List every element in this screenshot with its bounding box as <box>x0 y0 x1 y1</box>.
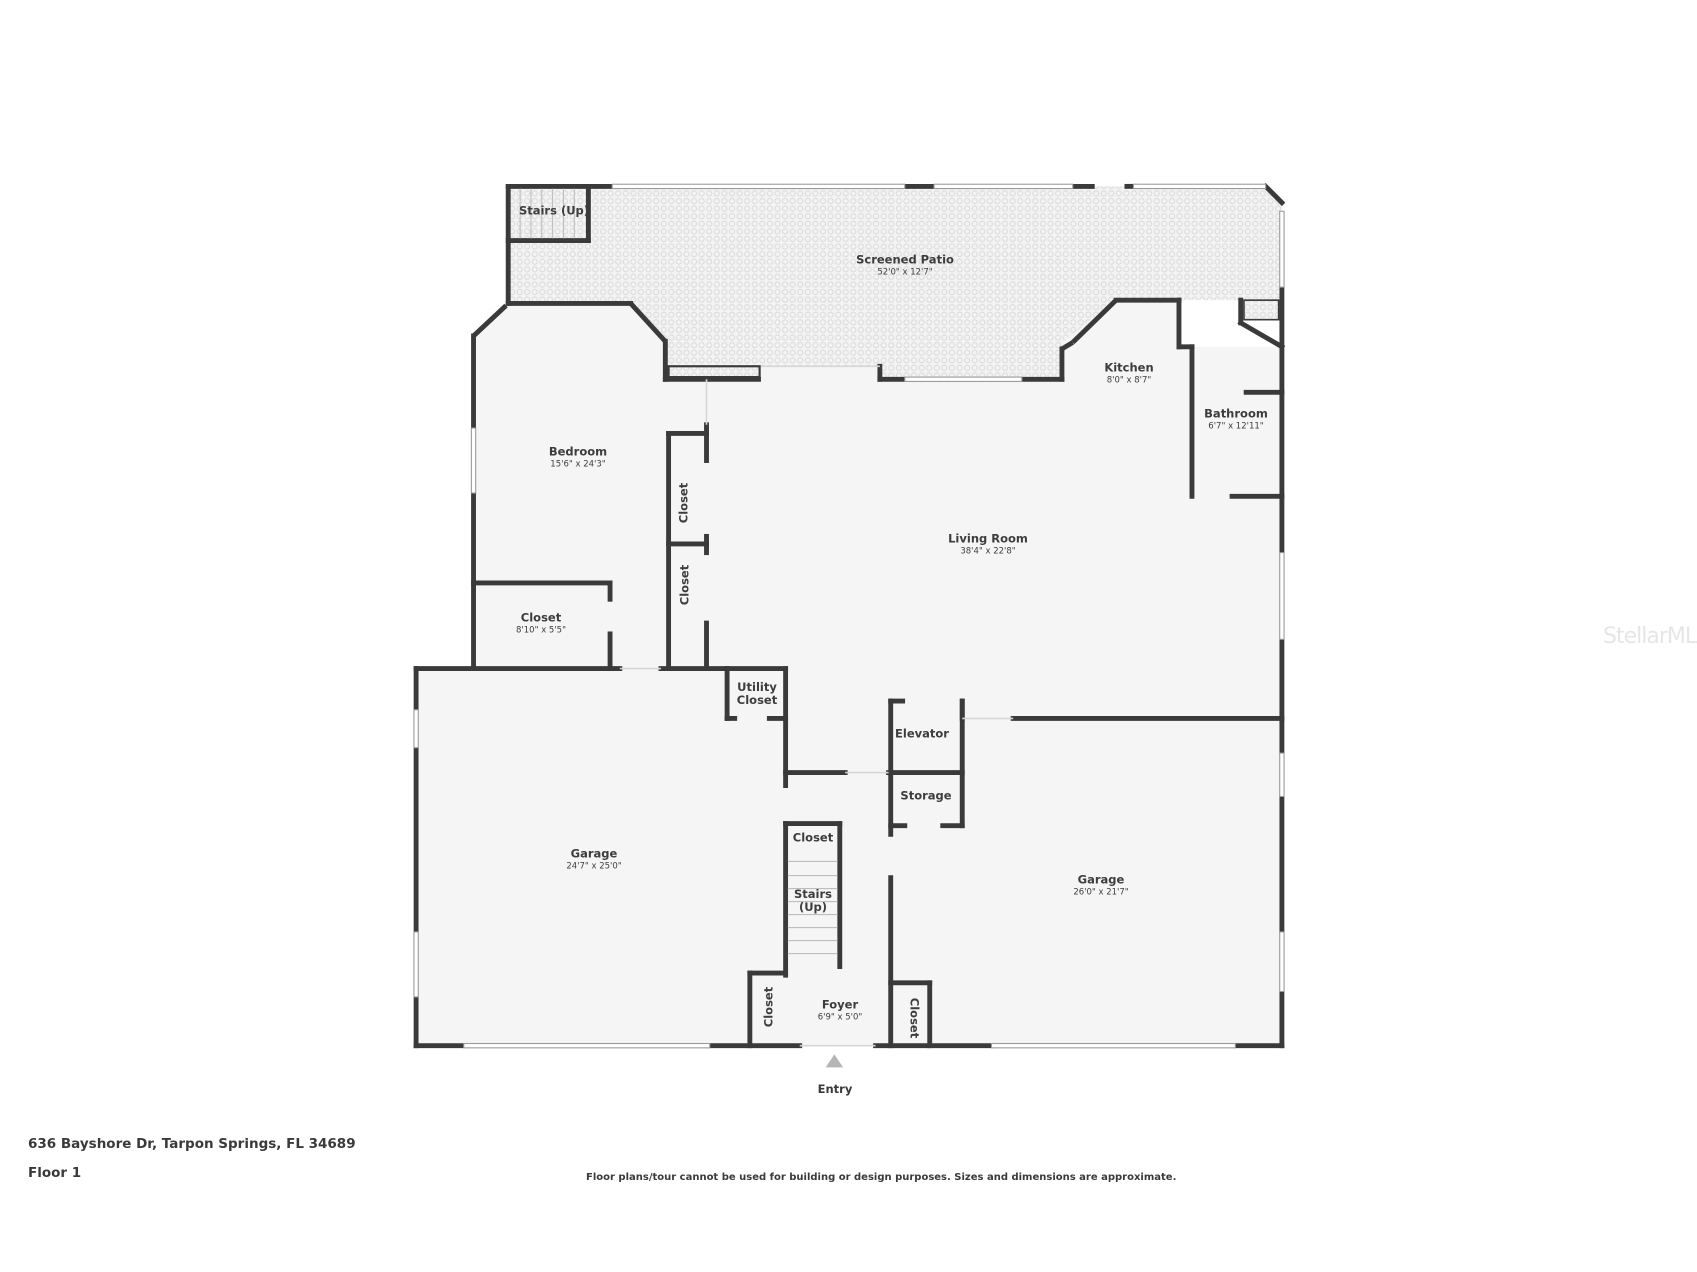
room-label-storage: Storage <box>900 788 952 803</box>
room-label-closet-lower: Closet <box>677 564 692 606</box>
room-label-bathroom: Bathroom 6'7" x 12'11" <box>1204 406 1268 432</box>
room-label-garage-left: Garage 24'7" x 25'0" <box>566 846 622 872</box>
property-address: 636 Bayshore Dr, Tarpon Springs, FL 3468… <box>28 1136 356 1152</box>
room-label-living-room: Living Room 38'4" x 22'8" <box>948 531 1028 557</box>
room-label-stairs-foyer: Stairs (Up) <box>794 886 832 914</box>
room-label-kitchen: Kitchen 8'0" x 8'7" <box>1104 360 1154 386</box>
room-label-foyer-closet-top: Closet <box>792 830 834 845</box>
room-label-bedroom: Bedroom 15'6" x 24'3" <box>548 444 608 470</box>
room-label-utility-closet: Utility Closet <box>736 679 778 707</box>
interior-floor <box>416 300 1282 1046</box>
room-label-bedroom-closet: Closet 8'10" x 5'5" <box>516 610 566 636</box>
screened-patio-area <box>508 186 1282 378</box>
room-label-foyer-closet-right: Closet <box>907 997 922 1039</box>
room-label-stairs-patio: Stairs (Up) <box>518 203 590 218</box>
entry-arrow-icon <box>825 1054 844 1068</box>
room-label-foyer-closet-left: Closet <box>761 986 776 1028</box>
floor-label: Floor 1 <box>28 1165 82 1181</box>
room-label-screened-patio: Screened Patio 52'0" x 12'7" <box>856 252 954 278</box>
room-label-foyer: Foyer 6'9" x 5'0" <box>817 997 863 1023</box>
room-label-closet-upper: Closet <box>676 482 691 524</box>
room-label-garage-right: Garage 26'0" x 21'7" <box>1073 872 1129 898</box>
disclaimer: Floor plans/tour cannot be used for buil… <box>586 1172 1177 1183</box>
entry-label: Entry <box>817 1082 853 1096</box>
room-label-elevator: Elevator <box>895 726 949 741</box>
watermark: StellarMLS <box>1603 624 1697 649</box>
